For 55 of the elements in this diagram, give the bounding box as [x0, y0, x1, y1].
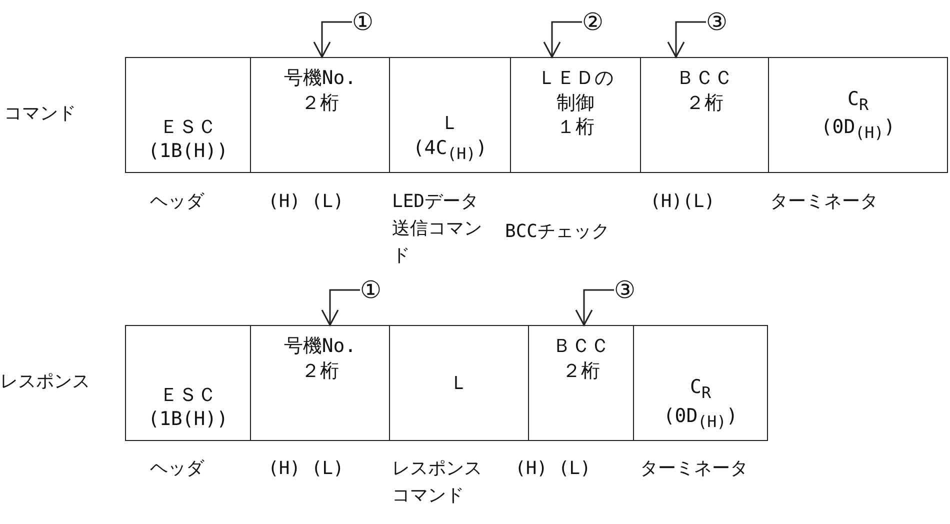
field-text: 号機No. [284, 66, 356, 91]
frame-field-cell [768, 57, 948, 173]
leader-arrow [575, 289, 614, 326]
callout-number: ③ [706, 10, 728, 34]
callout-number: ① [360, 278, 382, 302]
field-text: (1B(H)) [148, 407, 228, 432]
field-text: ２桁 [301, 90, 339, 116]
field-description: LEDデータ送信コマンド [392, 190, 483, 268]
field-description: (H)(L) [650, 190, 716, 214]
field-description: (H) (L) [268, 457, 344, 481]
leader-arrow [667, 21, 706, 58]
leader-arrow [543, 21, 582, 58]
frame-field-cell [633, 325, 768, 441]
frame-field-cell [250, 57, 390, 173]
field-text: ＬＥＤの制御 [536, 66, 614, 116]
field-text: C$_{R}$ [690, 375, 711, 404]
callout-number: ③ [614, 278, 636, 302]
field-description: レスポンス [0, 370, 90, 394]
field-description: ヘッダ [150, 457, 204, 481]
field-text: ２桁 [301, 358, 339, 384]
frame-field-cell [389, 57, 511, 173]
field-text: ＢＣＣ [552, 334, 610, 359]
field-text: Ｌ [450, 370, 468, 396]
field-text: ＥＳＣ [160, 382, 216, 408]
field-text: ＥＳＣ [160, 114, 216, 140]
leader-arrow [313, 21, 352, 58]
frame-field-cell [640, 57, 769, 173]
field-description: コマンド [4, 102, 76, 126]
frame-field-cell [250, 325, 390, 441]
field-text: (1B(H)) [148, 139, 228, 164]
field-text: C$_{R}$ [848, 86, 868, 115]
field-text: ２桁 [686, 90, 724, 116]
field-description: BCCチェック [505, 220, 610, 244]
field-text: (4C$_{(H)}$) [412, 136, 488, 164]
field-text: Ｌ [440, 110, 460, 136]
frame-field-cell [389, 325, 529, 441]
field-description: レスポンスコマンド [392, 457, 483, 508]
field-text: １桁 [556, 115, 596, 140]
field-description: (H) (L) [515, 457, 591, 481]
field-text: (0D$_{(H)}$) [820, 115, 896, 144]
field-text: 号機No. [284, 334, 356, 359]
frame-field-cell [125, 57, 251, 173]
field-description: (H) (L) [268, 190, 344, 214]
callout-number: ① [352, 10, 374, 34]
field-description: ターミネータ [770, 190, 878, 214]
field-text: (0D$_{(H)}$) [663, 404, 738, 432]
frame-field-cell [528, 325, 634, 441]
field-text: ＢＣＣ [676, 66, 733, 91]
frame-field-cell [510, 57, 641, 173]
field-description: ターミネータ [640, 457, 748, 481]
callout-number: ② [582, 10, 604, 34]
frame-field-cell [125, 325, 251, 441]
field-description: ヘッダ [150, 190, 204, 214]
field-text: ２桁 [562, 358, 600, 384]
leader-arrow [321, 289, 360, 326]
